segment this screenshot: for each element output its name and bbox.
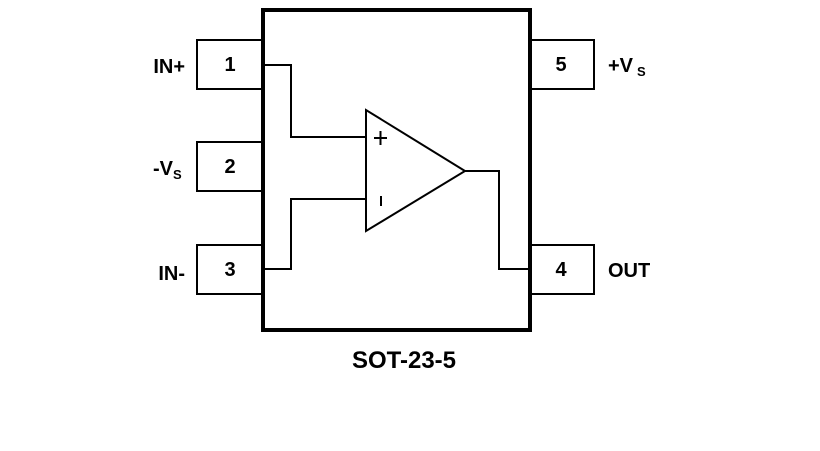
pin-1-box (196, 39, 264, 90)
pin-1-number: 1 (224, 54, 235, 76)
pin-3-label: IN- (158, 263, 185, 285)
package-name: SOT-23-5 (352, 347, 456, 374)
pin-5-label-subscript: S (637, 64, 646, 79)
pin-4-label: OUT (608, 260, 650, 282)
pin-2-number: 2 (224, 156, 235, 178)
pin-5-number: 5 (555, 54, 566, 76)
noninverting-plus-icon (374, 131, 387, 145)
pin-2-label-main: -V (153, 158, 174, 180)
pin-5-label: +V (608, 55, 634, 77)
pin-3-number: 3 (224, 259, 235, 281)
wire-pin3-to-inverting (265, 198, 366, 270)
pin-2-box (196, 141, 264, 192)
pin-4-number: 4 (555, 259, 567, 281)
opamp-triangle-symbol (365, 108, 467, 233)
pin-1-label: IN+ (153, 56, 185, 78)
wire-pin1-to-noninverting (265, 64, 366, 138)
pin-2-label: -V (153, 158, 174, 180)
wire-output-to-pin4 (465, 170, 528, 270)
pin-2-label-subscript: S (173, 167, 182, 182)
